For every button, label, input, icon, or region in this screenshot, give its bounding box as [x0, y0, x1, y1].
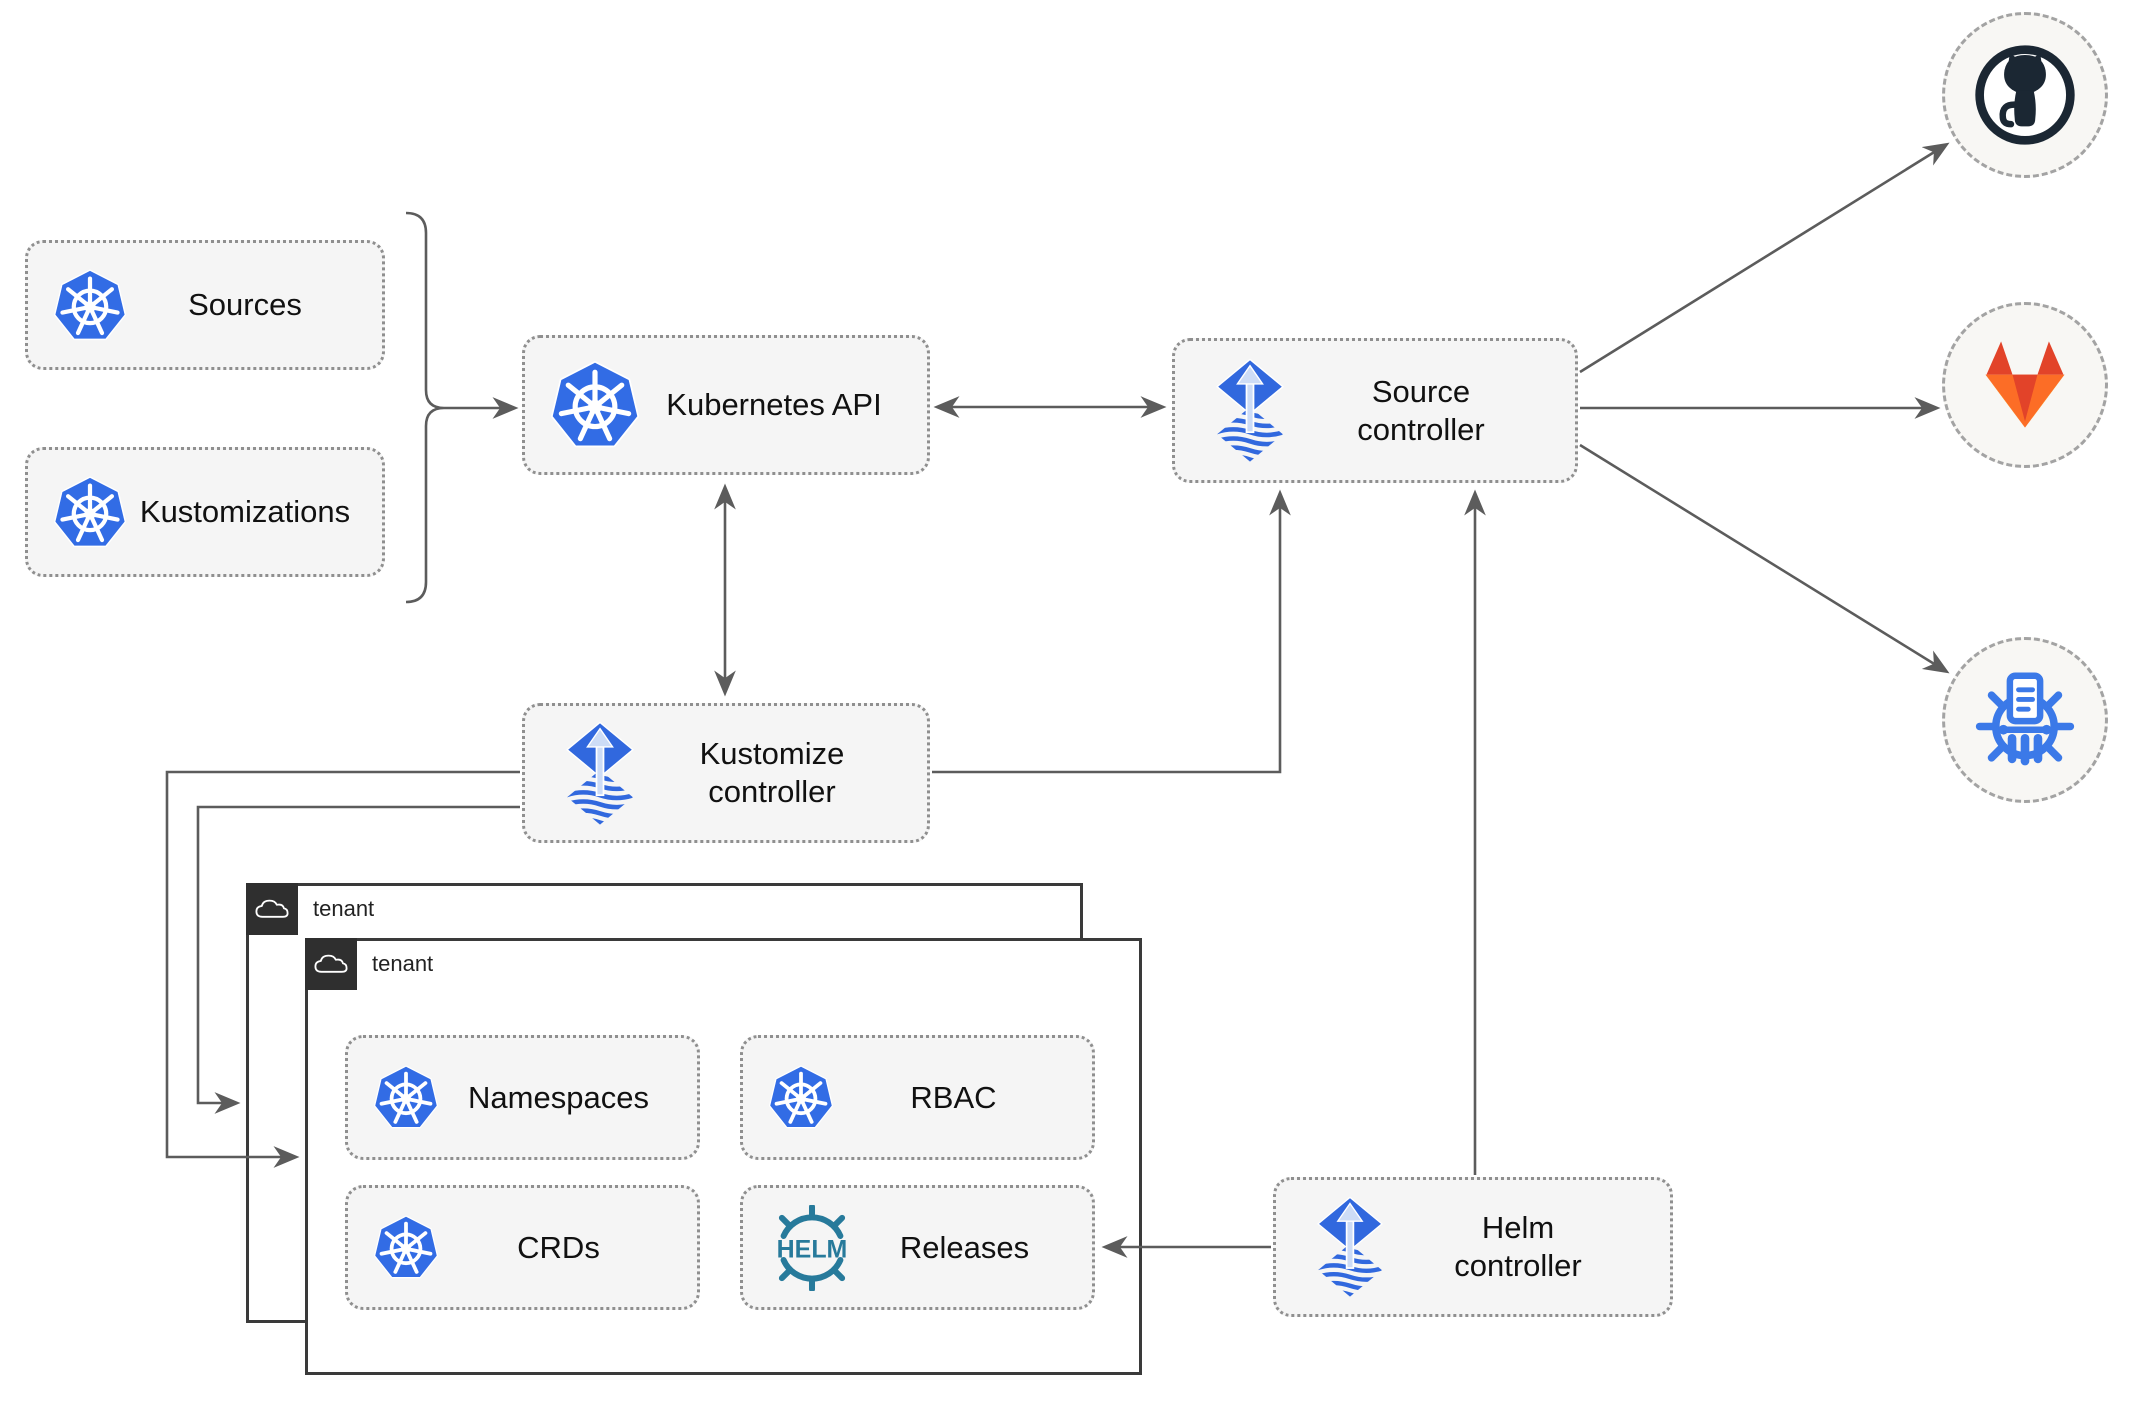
- kubernetes-icon: [54, 268, 126, 343]
- edge-source-to-github: [1579, 142, 1950, 374]
- cloud-icon: [254, 896, 290, 922]
- edge-kustomize-to-source: [932, 489, 1291, 774]
- edge-source-to-registry: [1579, 443, 1950, 674]
- helm-icon: HELM: [777, 1205, 848, 1291]
- kubernetes-registry-icon: [1971, 666, 2079, 774]
- node-kustomize-controller-label: Kustomize controller: [699, 736, 845, 809]
- endpoint-github: [1942, 12, 2108, 178]
- helm-icon-text: HELM: [777, 1235, 848, 1263]
- node-namespaces-label: Namespaces: [468, 1079, 649, 1115]
- node-releases-label: Releases: [899, 1229, 1030, 1265]
- brace-sources-group: [405, 211, 445, 604]
- node-releases: HELM Releases: [740, 1185, 1095, 1310]
- flux-icon: [1215, 358, 1285, 463]
- node-namespaces: Namespaces: [345, 1035, 700, 1160]
- node-helm-controller: Helm controller: [1273, 1177, 1673, 1317]
- github-icon: [1971, 41, 2079, 149]
- tenant-back-label: tenant: [313, 896, 375, 921]
- tenant-front-tab: [305, 938, 357, 990]
- kubernetes-icon: [551, 359, 639, 451]
- endpoint-gitlab: [1942, 302, 2108, 468]
- endpoint-registry: [1942, 637, 2108, 803]
- node-kubernetes-api: Kubernetes API: [522, 335, 930, 475]
- node-source-controller: Source controller: [1172, 338, 1578, 483]
- node-sources: Sources: [25, 240, 385, 370]
- node-crds-label: CRDs: [517, 1229, 600, 1265]
- node-helm-controller-label: Helm controller: [1454, 1210, 1582, 1283]
- flux-icon: [1316, 1196, 1384, 1298]
- tenant-front-label: tenant: [372, 951, 434, 976]
- kubernetes-icon: [374, 1064, 438, 1131]
- node-kustomize-controller: Kustomize controller: [522, 703, 930, 843]
- tenant-back-tab: [246, 883, 298, 935]
- node-kustomizations: Kustomizations: [25, 447, 385, 577]
- kubernetes-icon: [54, 475, 126, 550]
- gitlab-icon: [1973, 338, 2077, 432]
- node-kustomizations-label: Kustomizations: [139, 494, 351, 530]
- node-rbac-label: RBAC: [910, 1079, 997, 1115]
- kubernetes-icon: [769, 1064, 833, 1131]
- flux-icon: [565, 721, 635, 826]
- node-rbac: RBAC: [740, 1035, 1095, 1160]
- kubernetes-icon: [374, 1214, 438, 1281]
- cloud-icon: [313, 951, 349, 977]
- node-source-controller-label: Source controller: [1357, 373, 1485, 447]
- node-kubernetes-api-label: Kubernetes API: [666, 387, 882, 423]
- node-sources-label: Sources: [188, 287, 302, 323]
- node-crds: CRDs: [345, 1185, 700, 1310]
